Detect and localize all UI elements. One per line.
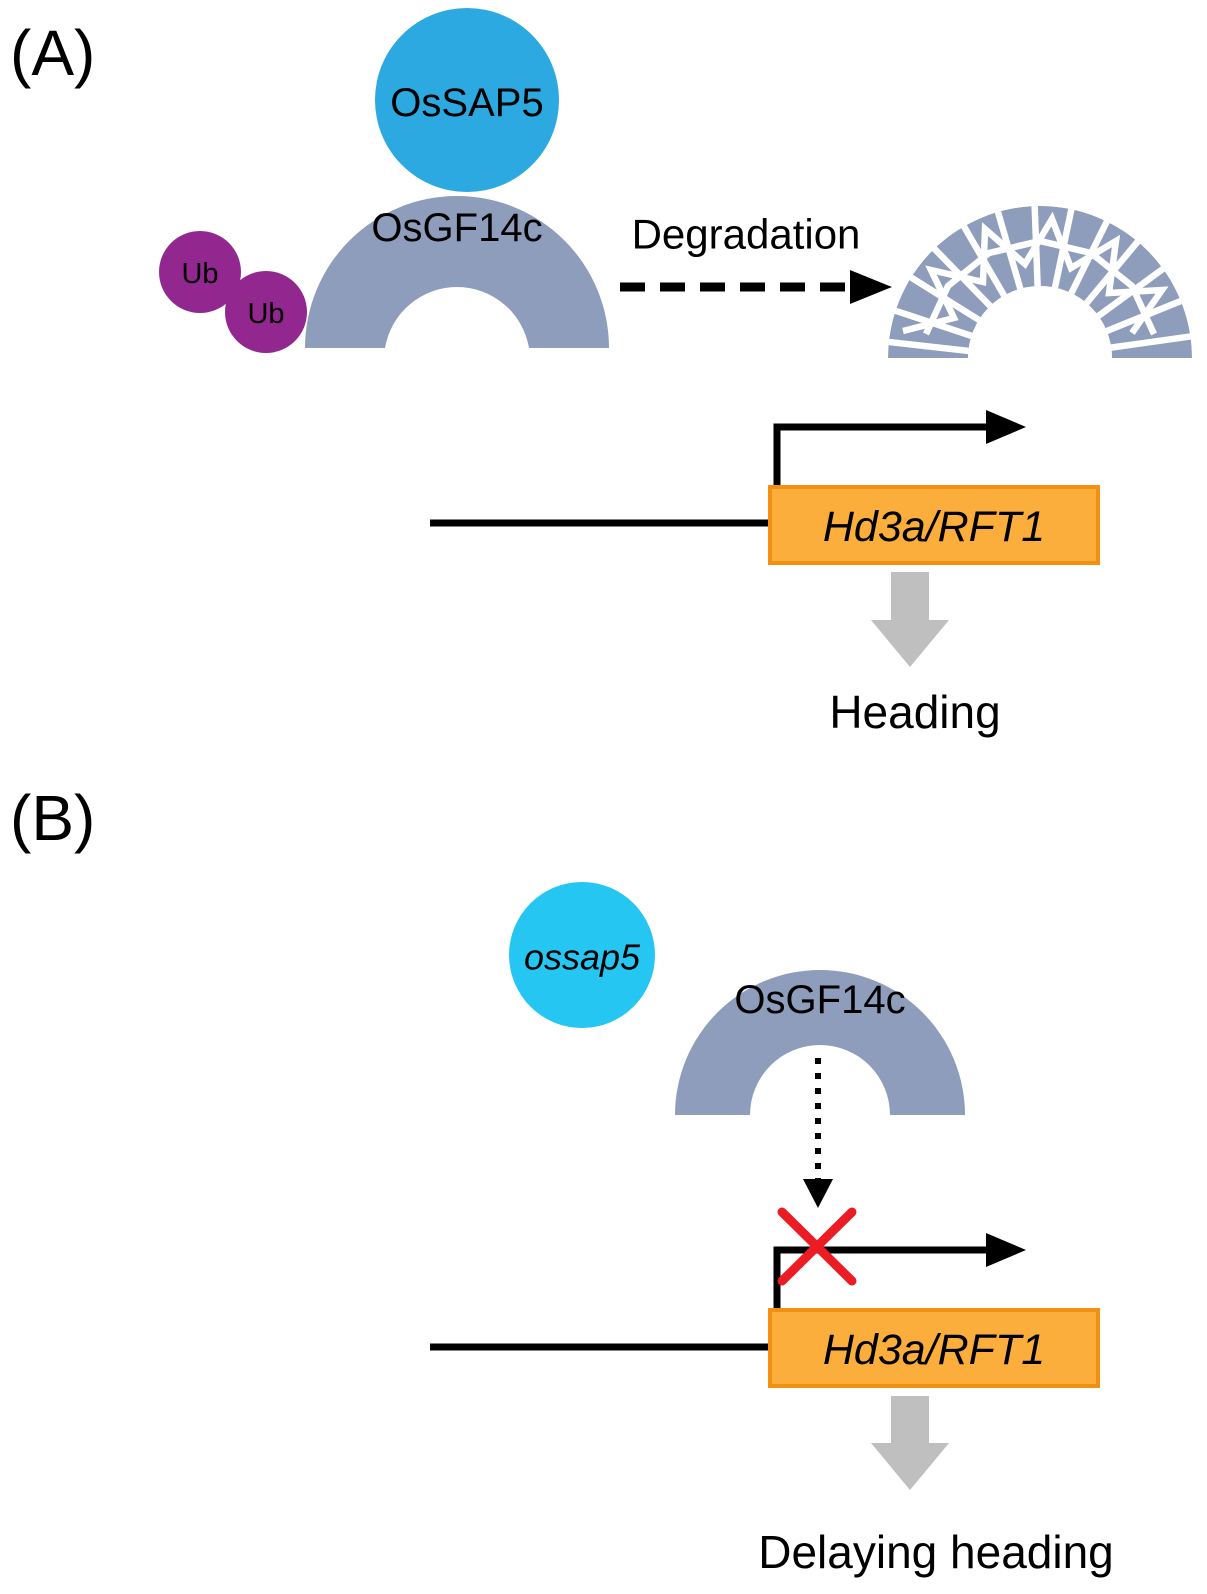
inhibition-x-icon (777, 1207, 857, 1286)
degraded-osgf14c-fragments (888, 206, 1192, 358)
degradation-arrow-head (850, 270, 892, 304)
heading-arrow (871, 572, 949, 667)
regulation-arrow-head (803, 1179, 833, 1208)
transcription-arrow-head-b (986, 1233, 1026, 1267)
gene-box-a (768, 485, 1100, 565)
panel-a-label: (A) (10, 17, 95, 89)
ub2-label: Ub (247, 298, 284, 330)
ubiquitin-circle-2 (225, 271, 307, 353)
panel-b-label: (B) (10, 782, 95, 854)
osgf14c-label: OsGF14c (371, 206, 542, 250)
panel-b: (B) ossap5 OsGF14c Hd3a/RFT1 Delaying he… (10, 782, 1114, 1578)
gene-box-b (768, 1308, 1100, 1388)
ossap5-protein-circle (375, 8, 559, 192)
delaying-heading-label: Delaying heading (758, 1526, 1114, 1578)
ossap5-mutant-label: ossap5 (524, 937, 641, 978)
degradation-label: Degradation (632, 211, 861, 258)
osgf14c-arch-b (675, 970, 965, 1115)
ub1-label: Ub (181, 258, 218, 290)
osgf14c-arch (305, 196, 609, 348)
ossap5-mutant-circle (509, 882, 655, 1028)
gene-label-a: Hd3a/RFT1 (823, 503, 1045, 551)
panel-a: (A) OsSAP5 OsGF14c Ub Ub Degradation (10, 8, 1192, 738)
ubiquitin-circle-1 (159, 231, 241, 313)
osgf14c-label-b: OsGF14c (734, 978, 905, 1022)
heading-label: Heading (829, 686, 1000, 738)
transcription-arrow-head-a (986, 410, 1026, 444)
delayed-heading-arrow (871, 1396, 949, 1490)
hd3a-rft1-gene-b: Hd3a/RFT1 Delaying heading (430, 1207, 1114, 1578)
hd3a-rft1-gene-a: Hd3a/RFT1 Heading (430, 410, 1100, 738)
gene-label-b: Hd3a/RFT1 (823, 1326, 1045, 1374)
ossap5-label: OsSAP5 (390, 81, 543, 125)
